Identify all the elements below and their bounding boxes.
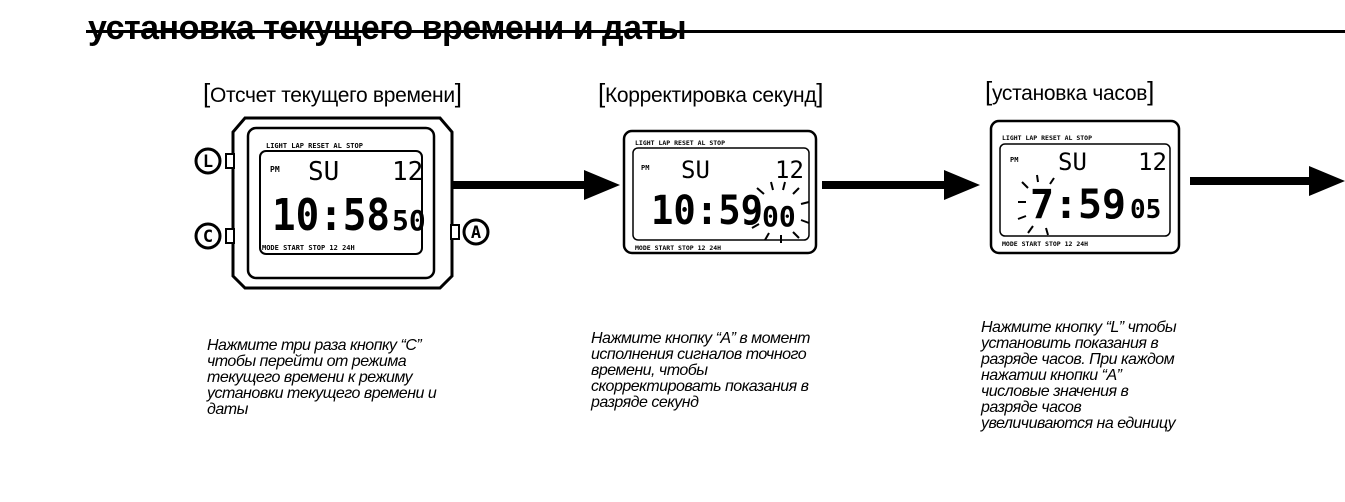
lcd-time: 10:58 — [272, 190, 390, 241]
svg-text:C: C — [203, 227, 213, 247]
page-title: установка текущего времени и даты — [88, 9, 687, 47]
svg-text:A: A — [471, 223, 481, 243]
button-l-icon[interactable]: L — [194, 147, 222, 175]
description-line: исполнения сигналов точного — [591, 346, 807, 363]
step-3-watch: LIGHT LAP RESET AL STOP PM SU 12 7 :59 0… — [989, 119, 1181, 255]
description-line: числовые значения в — [981, 383, 1129, 400]
blink-rays-icon — [751, 181, 810, 243]
button-a-icon[interactable]: A — [462, 218, 490, 246]
lcd-seconds: 50 — [392, 204, 426, 237]
step-2-description: Нажмите кнопку “A” в момент исполнения с… — [591, 330, 811, 411]
lcd-day: SU — [681, 156, 710, 184]
description-line: Нажмите кнопку “L” чтобы — [981, 319, 1177, 336]
step-2-caption: [Корректировка секунд] — [598, 78, 824, 108]
lcd-date: 12 — [392, 157, 423, 187]
svg-text:L: L — [203, 152, 213, 172]
description-line: времени, чтобы — [591, 362, 708, 379]
step-2-watch: LIGHT LAP RESET AL STOP PM SU 12 10:59 0… — [622, 129, 818, 255]
description-line: текущего времени к режиму — [207, 369, 413, 386]
lcd-date: 12 — [1138, 148, 1167, 176]
lcd-pm-indicator: PM — [1010, 156, 1018, 164]
description-line: скорректировать показания в — [591, 378, 809, 395]
lcd-day: SU — [308, 157, 339, 187]
description-line: установить показания в — [981, 335, 1159, 352]
description-line: разряде часов — [981, 399, 1082, 416]
description-line: установки текущего времени и — [207, 385, 437, 402]
lcd-top-labels: LIGHT LAP RESET AL STOP — [1002, 134, 1092, 142]
description-line: увеличиваются на единицу — [981, 415, 1176, 432]
lcd-top-labels: LIGHT LAP RESET AL STOP — [266, 142, 363, 150]
description-line: разряде секунд — [591, 394, 699, 411]
step-1-watch: L C A LIGHT LAP RESET AL STOP PM SU 12 1… — [194, 116, 490, 290]
lcd-day: SU — [1058, 148, 1087, 176]
blink-rays-icon — [1017, 174, 1055, 236]
description-line: разряде часов. При каждом — [981, 351, 1175, 368]
button-c-icon[interactable]: C — [194, 222, 222, 250]
lcd-bottom-labels: MODE START STOP 12 24H — [635, 244, 721, 252]
lcd-hours: 7 — [1030, 182, 1054, 228]
description-line: даты — [207, 401, 248, 418]
lcd-bottom-labels: MODE START STOP 12 24H — [1002, 240, 1088, 248]
lcd-top-labels: LIGHT LAP RESET AL STOP — [635, 139, 725, 147]
description-line: чтобы перейти от режима — [207, 353, 407, 370]
lcd-pm-indicator: PM — [270, 165, 280, 174]
lcd-bottom-labels: MODE START STOP 12 24H — [262, 244, 355, 252]
arrow-2-icon — [822, 170, 980, 200]
arrow-3-icon — [1190, 166, 1345, 196]
lcd-minutes: :59 — [1054, 182, 1126, 228]
lcd-seconds: 05 — [1130, 195, 1161, 225]
step-1-description: Нажмите три раза кнопку “C” чтобы перейт… — [207, 337, 437, 418]
description-line: Нажмите кнопку “A” в момент — [591, 330, 811, 347]
lcd-time: 10:59 — [651, 188, 763, 234]
step-3-caption: [установка часов] — [985, 76, 1154, 106]
description-line: нажатии кнопки “A” — [981, 367, 1122, 384]
title-rule — [86, 30, 1345, 33]
description-line: Нажмите три раза кнопку “C” — [207, 337, 422, 354]
arrow-1-icon — [452, 170, 620, 200]
lcd-seconds: 00 — [762, 200, 796, 233]
lcd-pm-indicator: PM — [641, 164, 649, 172]
step-1-caption: [Отсчет текущего времени] — [203, 78, 462, 108]
step-3-description: Нажмите кнопку “L” чтобы установить пока… — [981, 319, 1177, 432]
lcd-date: 12 — [775, 156, 804, 184]
